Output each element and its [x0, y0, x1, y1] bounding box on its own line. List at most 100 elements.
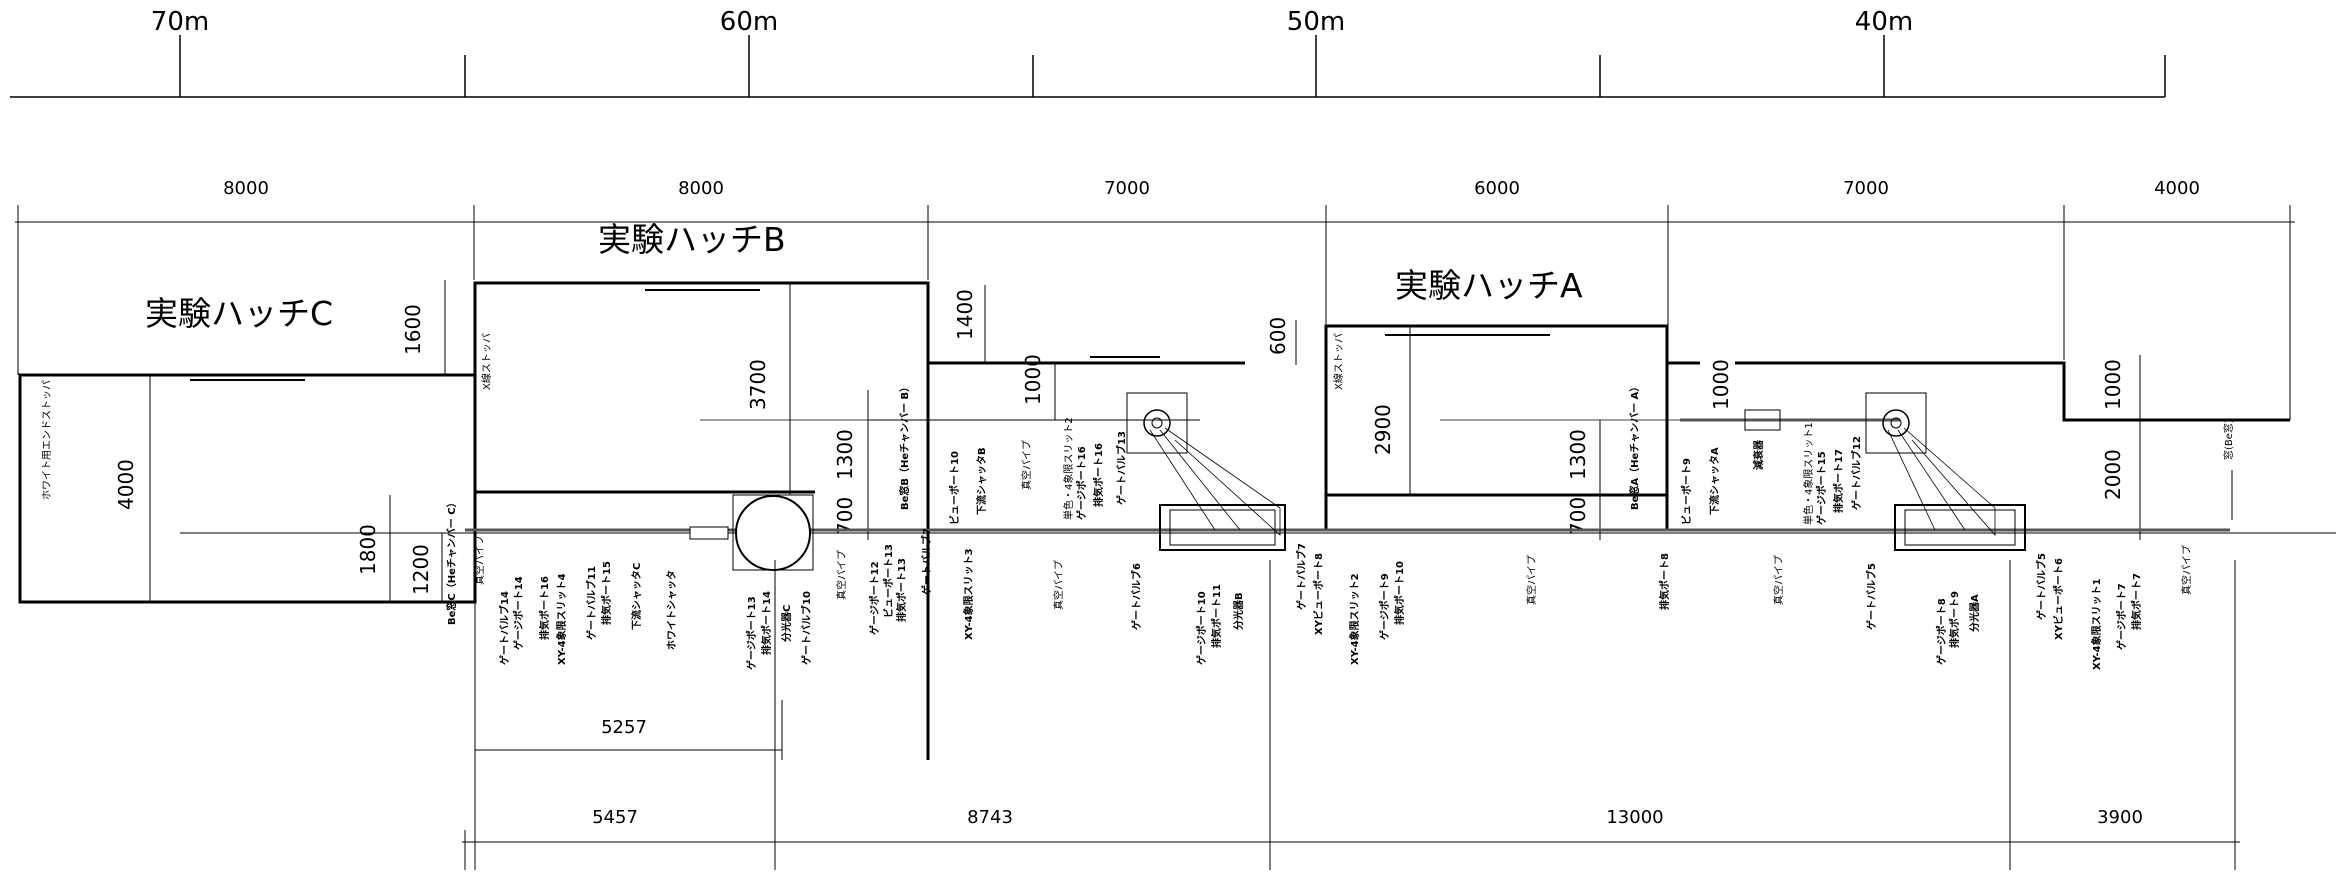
label-c-3: 排気ポート16 — [538, 576, 551, 640]
top-dim-2: 8000 — [678, 178, 724, 199]
inner-dimension — [474, 602, 783, 870]
label-ad-3: 排気ポート9 — [1948, 591, 1961, 648]
hutch-a: 実験ハッチA X線ストッパ 600 2900 700 1300 1000 100… — [1266, 266, 2290, 540]
label-bu-2: 真空パイプ — [1020, 440, 1033, 490]
label-al-0: ゲートバルブ7 — [1295, 543, 1308, 610]
component-labels-a-left: ゲートバルブ7 XYビューポート8 XY-4象限スリット2 ゲージポート9 排気… — [1295, 543, 1671, 665]
top-dim-5: 7000 — [1843, 178, 1889, 199]
dim-c-1600: 1600 — [401, 304, 425, 355]
label-c-10: 排気ポート14 — [760, 591, 773, 655]
label-bu-5: ゲートバルブ13 — [1115, 431, 1128, 505]
label-al-1: XYビューポート8 — [1312, 553, 1325, 635]
label-al-4: 排気ポート10 — [1393, 561, 1406, 625]
inner-dim-5257: 5257 — [601, 717, 647, 738]
label-c-11: 分光器C — [780, 605, 793, 642]
label-e-5: 真空パイプ — [2180, 545, 2193, 595]
label-c-9: ゲージポート13 — [745, 596, 758, 670]
spectrometer-a — [1744, 392, 2026, 551]
label-al-5: 真空パイプ — [1525, 555, 1538, 605]
label-c-6: 排気ポート15 — [600, 561, 613, 625]
label-al-2: XY-4象限スリット2 — [1348, 573, 1361, 665]
bottom-dim-4: 3900 — [2097, 807, 2143, 828]
label-al-3: ゲージポート9 — [1378, 573, 1391, 640]
label-ad-1: ゲートバルブ5 — [1865, 563, 1878, 630]
label-ad-0: 真空パイプ — [1772, 555, 1785, 605]
bottom-dim-3: 13000 — [1606, 807, 1663, 828]
label-bl-5: XY-4象限スリット3 — [962, 548, 975, 640]
label-c-4: XY-4象限スリット4 — [555, 573, 568, 665]
label-al-6: 排気ポート8 — [1658, 553, 1671, 610]
mono-slit-1-label: 単色・4象限スリット1 — [1802, 422, 1815, 525]
label-bd-3: 排気ポート11 — [1210, 584, 1223, 648]
dim-a-2900: 2900 — [1371, 404, 1395, 455]
dim-c-1800: 1800 — [356, 524, 380, 575]
dim-b-3700: 3700 — [746, 359, 770, 410]
mono-slit-2-label: 単色・4象限スリット2 — [1062, 417, 1075, 520]
hutch-b-title: 実験ハッチB — [598, 220, 786, 259]
label-bd-1: ゲートバルブ6 — [1130, 563, 1143, 630]
component-labels-b-upper: ビューポート10 下流シャッタB 真空パイプ ゲージポート16 排気ポート16 … — [948, 431, 1128, 525]
dim-b-1300: 1300 — [833, 429, 857, 480]
dim-a-1000: 1000 — [1709, 359, 1733, 410]
dim-a-600: 600 — [1266, 317, 1290, 355]
bottom-dim-1: 5457 — [592, 807, 638, 828]
label-e-2: XY-4象限スリット1 — [2090, 578, 2103, 670]
label-e-0: ゲートバルブ5 — [2035, 553, 2048, 620]
label-c-2: ゲージポート14 — [512, 576, 525, 650]
be-window-a-label: Be窓A（Heチャンバー A） — [1628, 382, 1641, 510]
top-dim-3: 7000 — [1104, 178, 1150, 199]
label-e-3: ゲージポート7 — [2115, 583, 2128, 650]
dim-c-4000: 4000 — [114, 459, 138, 510]
component-labels-b-lower: 真空パイプ ゲートバルブ6 ゲージポート10 排気ポート11 分光器B — [1052, 560, 1245, 665]
distance-scale: 70m 60m 50m 40m — [10, 7, 2166, 98]
label-bd-0: 真空パイプ — [1052, 560, 1065, 610]
x-stopper-a-label: X線ストッパ — [1332, 333, 1345, 390]
dim-b-1400: 1400 — [953, 289, 977, 340]
component-labels-a-lower: 真空パイプ ゲートバルブ5 ゲージポート8 排気ポート9 分光器A — [1772, 555, 1981, 665]
dim-b-1000: 1000 — [1021, 354, 1045, 405]
label-c-0: 真空パイプ — [473, 535, 486, 585]
dim-a-1300: 1300 — [1566, 429, 1590, 480]
label-bd-4: 分光器B — [1232, 592, 1245, 630]
label-e-4: 排気ポート7 — [2130, 573, 2143, 630]
scale-mark-70m: 70m — [151, 7, 209, 37]
component-labels-c: 真空パイプ ゲートバルブ14 ゲージポート14 排気ポート16 XY-4象限スリ… — [473, 535, 813, 670]
top-dimension-line — [15, 205, 2295, 420]
top-dim-6: 4000 — [2154, 178, 2200, 199]
scale-mark-60m: 60m — [720, 7, 778, 37]
hutch-b: 実験ハッチB X線ストッパ 3700 1400 1000 700 1300 — [473, 220, 1245, 760]
dim-c-1200: 1200 — [409, 544, 433, 595]
bottom-dim-2: 8743 — [967, 807, 1013, 828]
component-labels-a-upper: ビューポート9 下流シャッタA 減衰器 ゲージポート15 排気ポート17 ゲート… — [1680, 436, 1863, 525]
label-bl-2: ビューポート13 — [882, 544, 895, 618]
label-c-7: 下流シャッタC — [630, 563, 643, 630]
label-ad-4: 分光器A — [1968, 594, 1981, 632]
label-bu-0: ビューポート10 — [948, 451, 961, 525]
dim-end-1000: 1000 — [2101, 359, 2125, 410]
label-au-2: 減衰器 — [1752, 439, 1765, 470]
spectrometer-b — [1126, 392, 1286, 551]
label-au-4: 排気ポート17 — [1832, 449, 1845, 513]
x-stopper-b-label: X線ストッパ — [480, 333, 493, 390]
label-bl-4: ゲートバルブ7 — [920, 528, 933, 595]
bottom-dimension-line — [462, 560, 2240, 870]
label-c-8: ホワイトシャッタ — [666, 570, 678, 650]
be-window-label: 窓(Be窓) — [2222, 419, 2235, 460]
beam-line — [180, 418, 2336, 534]
top-dim-1: 8000 — [223, 178, 269, 199]
scale-mark-40m: 40m — [1855, 7, 1913, 37]
label-au-3: ゲージポート15 — [1815, 451, 1828, 525]
label-au-0: ビューポート9 — [1680, 458, 1693, 525]
label-bl-0: 真空パイプ — [835, 550, 848, 600]
top-dim-4: 6000 — [1474, 178, 1520, 199]
label-bu-3: ゲージポート16 — [1075, 446, 1088, 520]
label-ad-2: ゲージポート8 — [1935, 598, 1948, 665]
white-end-stopper-label: ホワイト用エンドストッパ — [41, 380, 53, 500]
hutch-a-title: 実験ハッチA — [1395, 266, 1583, 305]
dim-end-2000: 2000 — [2101, 449, 2125, 500]
label-bd-2: ゲージポート10 — [1195, 591, 1208, 665]
label-au-1: 下流シャッタA — [1708, 447, 1721, 515]
hutch-c: 実験ハッチC ホワイト用エンドストッパ 4000 1600 1800 1200 — [18, 280, 477, 604]
component-labels-end: ゲートバルブ5 XYビューポート6 XY-4象限スリット1 ゲージポート7 排気… — [2035, 545, 2193, 670]
label-bl-1: ゲージポート12 — [868, 561, 881, 635]
